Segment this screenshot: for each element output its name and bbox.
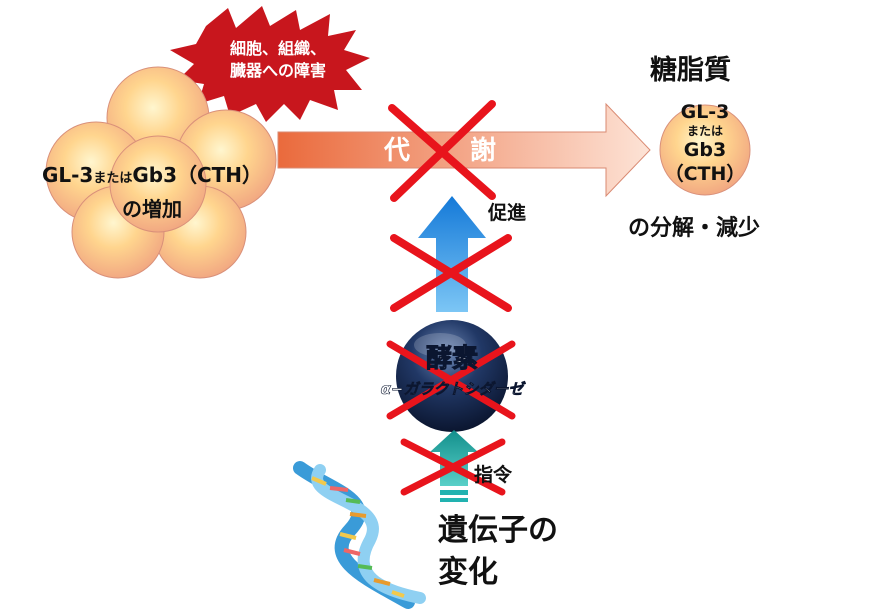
product-inner-text: GL-3 または Gb3 （CTH） (652, 100, 758, 186)
cluster-increase: の増加 (122, 197, 182, 221)
instruct-label: 指令 (474, 464, 513, 486)
burst-line-1: 細胞、組織、 (229, 39, 326, 58)
metabolism-arrow (277, 102, 651, 198)
burst-line-2: 臓器への障害 (229, 61, 326, 80)
enzyme-label: 酵素 (425, 344, 478, 375)
product-or: または (686, 124, 723, 138)
promote-arrow (418, 196, 486, 312)
metabolism-char-2: 謝 (470, 136, 497, 166)
cluster-or: または (93, 171, 133, 186)
product-gl3: GL-3 (680, 101, 730, 123)
product-cth: （CTH） (664, 163, 746, 185)
metabolism-char-1: 代 (384, 136, 411, 166)
gene-line-1: 遺伝子の (438, 513, 558, 548)
promote-label: 促進 (488, 202, 527, 224)
cluster-label: GL-3またはGb3（CTH） の増加 (8, 160, 296, 224)
cross-metabolism-icon (388, 100, 496, 202)
enzyme-name: α−ガラクトシダーゼ (380, 380, 524, 399)
product-title: 糖脂質 (650, 55, 731, 86)
cross-instruct-icon (400, 438, 506, 496)
product-caption: の分解・減少 (628, 216, 761, 241)
cluster-gb3: Gb3（CTH） (132, 163, 263, 187)
cross-enzyme-icon (386, 340, 516, 420)
cluster-gl3: GL-3 (41, 163, 94, 187)
product-circle (659, 104, 751, 196)
burst-text: 細胞、組織、 臓器への障害 (208, 38, 348, 82)
gene-line-2: 変化 (438, 555, 498, 590)
product-gb3: Gb3 (683, 139, 727, 161)
cell-cluster (45, 66, 277, 279)
cross-promote-icon (390, 234, 512, 312)
dna-helix-icon (293, 461, 426, 609)
damage-burst (170, 6, 370, 122)
gene-label: 遺伝子の 変化 (438, 510, 558, 594)
metabolism-label: 代謝 (384, 136, 524, 166)
